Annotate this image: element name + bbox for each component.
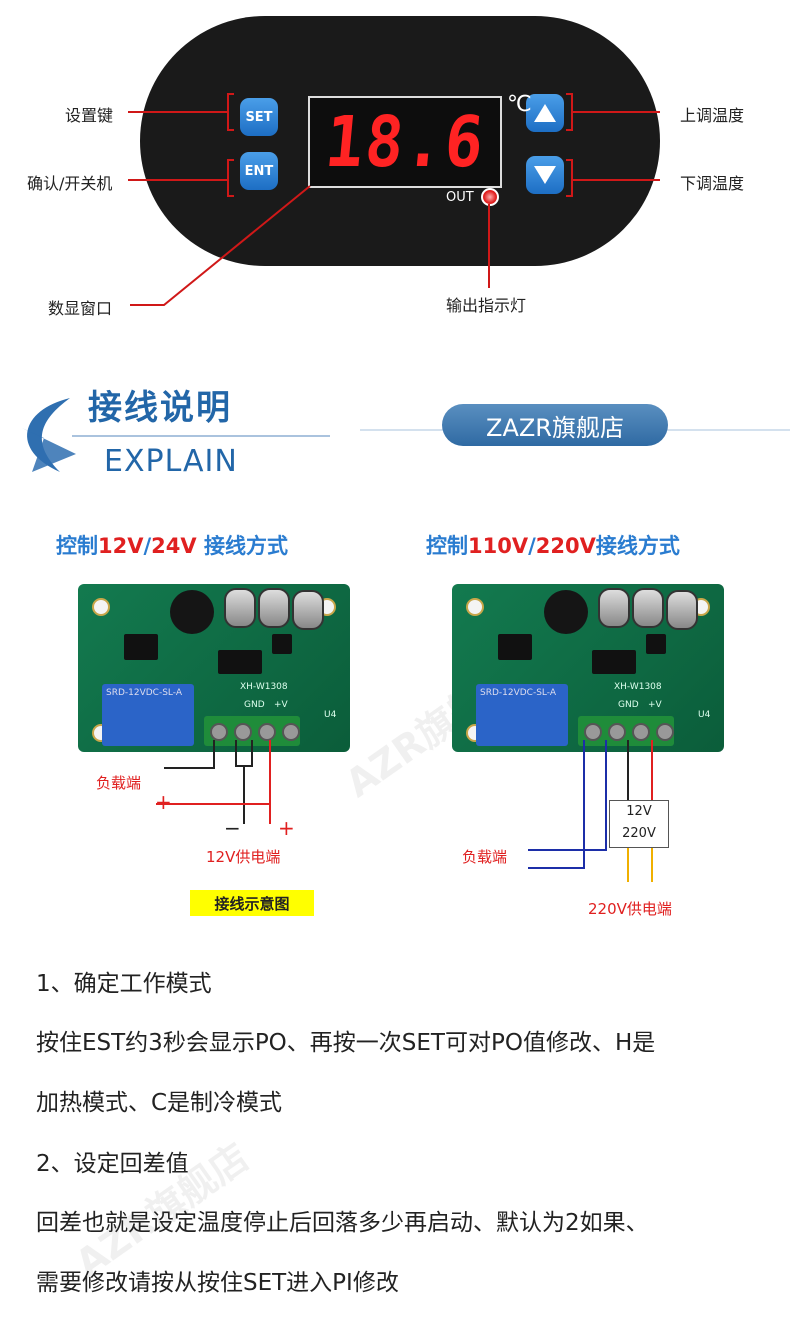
ic-chip <box>592 650 636 674</box>
relay: SRD-12VDC-SL-A <box>102 684 194 746</box>
buzzer <box>544 590 588 634</box>
u4-label: U4 <box>324 710 337 720</box>
ic-chip <box>498 634 532 660</box>
ic-chip <box>646 634 666 654</box>
digital-display: 18.6 <box>308 96 502 188</box>
mount-hole <box>466 598 484 616</box>
load-label-high: 负载端 <box>462 848 508 866</box>
wiring-title-suffix: 接线方式 <box>196 534 288 558</box>
instruction-line: 需要修改请按从按住SET进入PI修改 <box>36 1270 399 1296</box>
wiring-high-lines <box>528 740 653 882</box>
terminal <box>632 723 650 741</box>
capacitor <box>666 590 698 630</box>
gnd-label: GND <box>618 700 639 710</box>
relay-text: SRD-12VDC-SL-A <box>480 688 556 698</box>
ent-key-callout: 确认/开关机 <box>27 174 113 193</box>
set-key-callout: 设置键 <box>65 106 114 125</box>
capacitor <box>258 588 290 628</box>
banner-title: 接线说明 <box>88 388 232 428</box>
wiring-title-prefix: 控制 <box>56 534 98 558</box>
controller-board-right: XH-W1308 SRD-12VDC-SL-A GND +V U4 <box>452 584 724 752</box>
wiring-title-sep: / <box>528 534 536 558</box>
wiring-title-sep: / <box>143 534 152 558</box>
vplus-label: +V <box>648 700 662 710</box>
voltage-110v: 110V <box>468 534 529 558</box>
terminal <box>584 723 602 741</box>
gnd-label: GND <box>244 700 265 710</box>
controller-board-left: XH-W1308 SRD-12VDC-SL-A GND +V U4 <box>78 584 350 752</box>
out-led-callout: 输出指示灯 <box>446 296 527 315</box>
ent-key[interactable]: ENT <box>240 152 278 190</box>
wiring-title-prefix: 控制 <box>426 534 468 558</box>
instruction-line: 按住EST约3秒会显示PO、再按一次SET可对PO值修改、H是 <box>36 1030 656 1056</box>
power-module: 12V 220V <box>609 800 669 848</box>
display-callout: 数显窗口 <box>48 299 113 318</box>
power-module-out: 12V <box>626 804 652 819</box>
wiring-title-high: 控制110V/220V接线方式 <box>426 530 680 560</box>
terminal <box>656 723 674 741</box>
wiring-title-low: 控制12V/24V 接线方式 <box>56 530 288 560</box>
triangle-down-icon <box>534 166 556 184</box>
ic-chip <box>218 650 262 674</box>
instruction-line: 1、确定工作模式 <box>36 971 212 997</box>
supply-label-high: 220V供电端 <box>588 900 672 918</box>
store-badge: ZAZR旗舰店 <box>442 404 668 446</box>
down-key[interactable] <box>526 156 564 194</box>
controller-panel: SET ENT <box>140 16 660 266</box>
u4-label: U4 <box>698 710 711 720</box>
mount-hole <box>92 598 110 616</box>
wiring-title-suffix: 接线方式 <box>595 534 680 558</box>
callout-lines <box>128 93 660 306</box>
load-label-low: 负载端 <box>96 774 142 792</box>
capacitor <box>632 588 664 628</box>
triangle-up-icon <box>534 104 556 122</box>
voltage-12v: 12V <box>98 534 144 558</box>
set-key[interactable]: SET <box>240 98 278 136</box>
relay-text: SRD-12VDC-SL-A <box>106 688 182 698</box>
terminal <box>608 723 626 741</box>
plus-label: + <box>155 790 172 814</box>
banner-subtitle: EXPLAIN <box>104 444 238 479</box>
terminal <box>282 723 300 741</box>
board-model: XH-W1308 <box>240 682 288 692</box>
terminal <box>234 723 252 741</box>
terminal <box>258 723 276 741</box>
up-key-callout: 上调温度 <box>680 106 745 125</box>
instruction-line: 回差也就是设定温度停止后回落多少再启动、默认为2如果、 <box>36 1210 649 1236</box>
ic-chip <box>272 634 292 654</box>
buzzer <box>170 590 214 634</box>
terminal-block <box>578 716 674 746</box>
vplus-label: +V <box>274 700 288 710</box>
down-key-callout: 下调温度 <box>680 174 745 193</box>
unit-label: ℃ <box>507 92 532 117</box>
voltage-24v: 24V <box>151 534 197 558</box>
legend-label: 接线示意图 <box>190 890 314 916</box>
capacitor <box>292 590 324 630</box>
out-label: OUT <box>446 190 474 205</box>
plus-label: + <box>278 816 295 840</box>
terminal <box>210 723 228 741</box>
wiring-low-lines <box>156 740 271 824</box>
board-model: XH-W1308 <box>614 682 662 692</box>
relay: SRD-12VDC-SL-A <box>476 684 568 746</box>
power-module-in: 220V <box>622 826 656 841</box>
capacitor <box>598 588 630 628</box>
capacitor <box>224 588 256 628</box>
instruction-line: 加热模式、C是制冷模式 <box>36 1090 283 1116</box>
instruction-line: 2、设定回差值 <box>36 1151 189 1177</box>
ic-chip <box>124 634 158 660</box>
up-key[interactable] <box>526 94 564 132</box>
supply-label-low: 12V供电端 <box>206 848 281 866</box>
voltage-220v: 220V <box>535 534 596 558</box>
minus-label: − <box>224 816 241 840</box>
